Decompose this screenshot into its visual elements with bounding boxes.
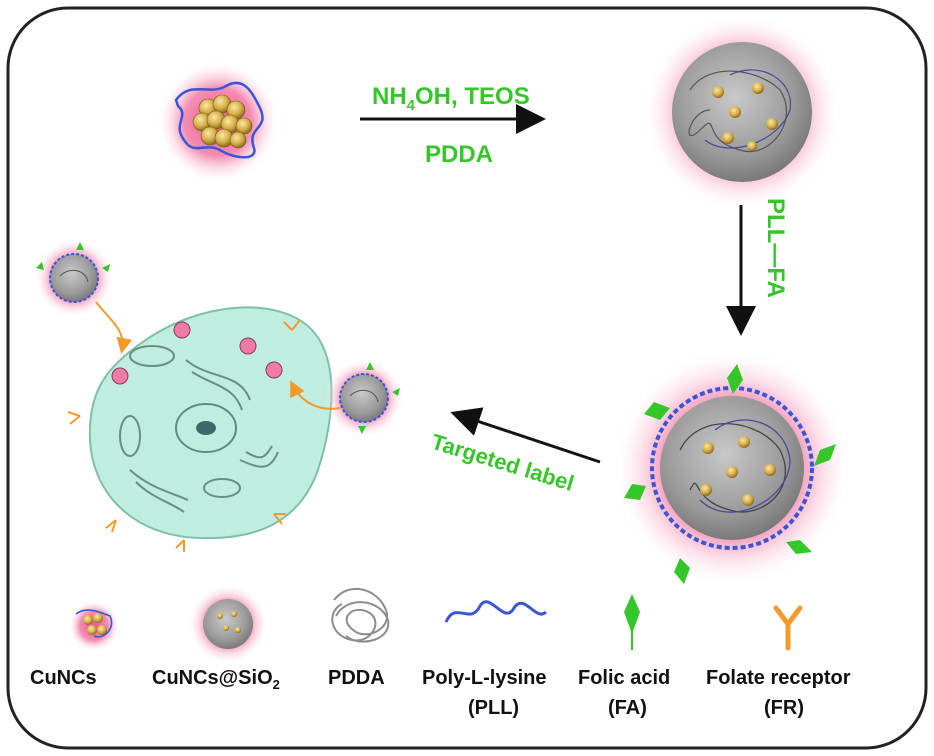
step2-reagent: PLL—FA — [762, 198, 789, 298]
legend-icon-pdda — [331, 588, 390, 643]
legend-icon-fr — [773, 605, 803, 651]
legend-icon-cuncs — [68, 600, 120, 652]
legend-label-fa-1: Folic acid — [578, 667, 670, 689]
particle-left-top — [34, 238, 133, 354]
legend-icon-cuncs-sio2 — [188, 584, 268, 664]
legend-label-fr-2: (FR) — [764, 697, 804, 719]
particle-right — [290, 358, 404, 438]
arrow-step3 — [450, 407, 601, 464]
cuncs-particle — [156, 60, 280, 184]
step1-reagents: NH4OH, TEOS — [372, 83, 530, 114]
legend-label-pdda: PDDA — [328, 667, 385, 689]
pll-fa-particle — [612, 348, 852, 588]
legend-label-fa-2: (FA) — [608, 697, 647, 719]
legend-icon-fa — [624, 594, 640, 650]
legend-label-fr-1: Folate receptor — [706, 667, 851, 689]
cuncs-sio2-particle — [642, 12, 842, 212]
legend-label-cuncs: CuNCs — [30, 667, 97, 689]
legend-label-pll-2: (PLL) — [468, 697, 519, 719]
legend-label-cuncs-sio2: CuNCs@SiO2 — [152, 667, 280, 692]
legend-icon-pll — [444, 600, 548, 623]
cancer-cell — [67, 306, 333, 552]
legend-label-pll-1: Poly-L-lysine — [422, 667, 546, 689]
step1-pdda: PDDA — [425, 141, 493, 168]
